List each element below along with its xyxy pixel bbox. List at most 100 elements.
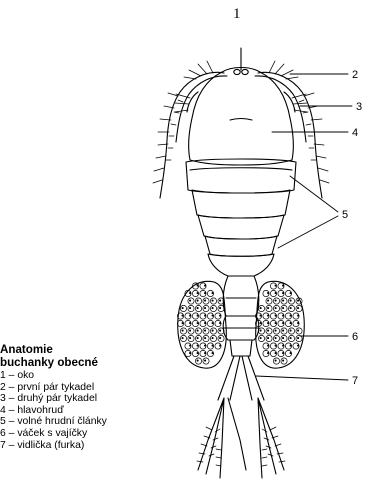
legend: Anatomie buchanky obecné 1 – oko 2 – prv…: [0, 343, 190, 451]
egg-dot: [189, 322, 190, 323]
egg-dot: [212, 330, 213, 331]
egg-dot: [197, 345, 198, 346]
egg-dot: [204, 330, 205, 331]
egg-dot: [267, 345, 268, 346]
egg-dot: [275, 330, 276, 331]
egg-dot: [189, 330, 190, 331]
abdomen: [223, 276, 259, 316]
egg-dot: [219, 307, 220, 308]
egg-dot: [219, 322, 220, 323]
egg-dot: [197, 292, 198, 293]
egg-dot: [275, 285, 276, 286]
egg-dot: [290, 315, 291, 316]
egg-dot: [267, 337, 268, 338]
egg-dot: [297, 337, 298, 338]
egg-dot: [197, 300, 198, 301]
egg-dot: [267, 292, 268, 293]
legend-item: 4 – hlavohruď: [0, 405, 190, 417]
egg-dot: [282, 337, 283, 338]
egg-dot: [182, 322, 183, 323]
egg-dot: [267, 322, 268, 323]
egg-dot: [204, 285, 205, 286]
callout-6: 6: [352, 331, 358, 343]
callout-5: 5: [342, 209, 348, 221]
egg-dot: [267, 330, 268, 331]
egg-dot: [297, 307, 298, 308]
egg-dot: [267, 300, 268, 301]
egg-dot: [197, 315, 198, 316]
thoracic-segment-3: [198, 215, 284, 239]
thoracic-segment-4: [205, 236, 277, 256]
egg-dot: [282, 300, 283, 301]
egg-dot: [189, 337, 190, 338]
egg-dot: [197, 360, 198, 361]
egg-dot: [260, 315, 261, 316]
thoracic-segment-2: [192, 190, 290, 218]
egg-dot: [282, 292, 283, 293]
egg-dot: [204, 345, 205, 346]
egg-dot: [219, 330, 220, 331]
eggs-right: [255, 283, 302, 364]
egg-dot: [212, 337, 213, 338]
legend-title-line-1: Anatomie: [0, 343, 190, 356]
egg-dot: [204, 352, 205, 353]
egg-dot: [290, 322, 291, 323]
egg-dot: [297, 345, 298, 346]
egg-dot: [297, 300, 298, 301]
thoracic-segment-5: [208, 254, 274, 276]
egg-dot: [212, 315, 213, 316]
egg-dot: [275, 360, 276, 361]
egg-dot: [260, 337, 261, 338]
thoracic-segment-1: [186, 159, 296, 193]
egg-dot: [189, 307, 190, 308]
egg-dot: [275, 322, 276, 323]
egg-dot: [260, 330, 261, 331]
abdomen-segment: [230, 340, 252, 356]
egg-dot: [290, 292, 291, 293]
callout-4: 4: [352, 127, 358, 139]
egg-dot: [204, 360, 205, 361]
legend-item: 3 – druhý pár tykadel: [0, 393, 190, 405]
egg-dot: [275, 300, 276, 301]
egg-dot: [290, 300, 291, 301]
egg-dot: [297, 315, 298, 316]
egg-dot: [197, 307, 198, 308]
egg-dot: [282, 285, 283, 286]
egg-dot: [182, 337, 183, 338]
egg-dot: [267, 352, 268, 353]
egg-dot: [275, 315, 276, 316]
egg-dot: [197, 285, 198, 286]
egg-dot: [219, 300, 220, 301]
egg-dot: [212, 345, 213, 346]
egg-dot: [275, 292, 276, 293]
egg-dot: [212, 352, 213, 353]
egg-dot: [290, 330, 291, 331]
callout-2: 2: [352, 69, 358, 81]
egg-dot: [282, 315, 283, 316]
egg-dot: [282, 307, 283, 308]
egg-dot: [267, 307, 268, 308]
callout-3: 3: [356, 101, 362, 113]
egg-dot: [290, 337, 291, 338]
eye: [234, 48, 248, 75]
egg-dot: [297, 330, 298, 331]
egg-dot: [297, 322, 298, 323]
egg-dot: [275, 345, 276, 346]
egg-dot: [197, 322, 198, 323]
egg-dot: [282, 352, 283, 353]
egg-dot: [182, 315, 183, 316]
legend-item: 2 – první pár tykadel: [0, 382, 190, 394]
second-antenna-pair: [175, 92, 307, 112]
egg-dot: [282, 322, 283, 323]
egg-dot: [182, 330, 183, 331]
legend-item: 1 – oko: [0, 370, 190, 382]
egg-dot: [197, 337, 198, 338]
legend-title-line-2: buchanky obecné: [0, 356, 190, 369]
egg-dot: [219, 315, 220, 316]
egg-dot: [212, 322, 213, 323]
egg-dot: [282, 360, 283, 361]
egg-dot: [189, 292, 190, 293]
egg-dot: [204, 300, 205, 301]
legend-item: 7 – vidlička (furka): [0, 440, 190, 452]
